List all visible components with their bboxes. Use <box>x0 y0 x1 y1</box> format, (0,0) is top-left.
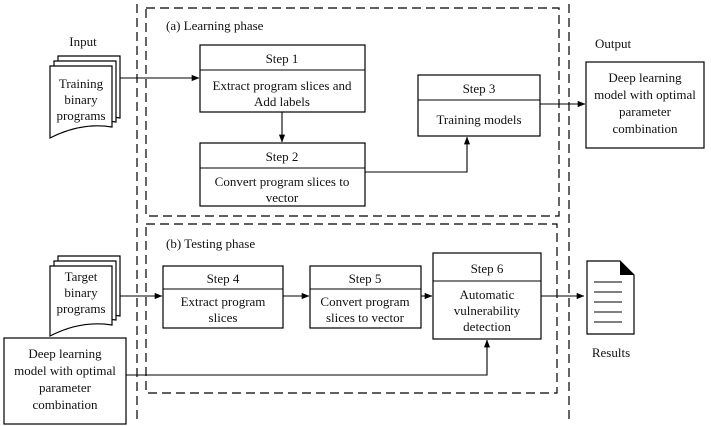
step-1-box: Step 1 Extract program slices and Add la… <box>199 44 366 113</box>
results-label: Results <box>592 345 630 360</box>
step-2-line-1: Convert program slices to <box>215 174 350 189</box>
step-1-line-1: Extract program slices and <box>213 78 352 93</box>
step-5-title: Step 5 <box>349 271 382 286</box>
target-doc-line-1: Target <box>65 269 98 284</box>
output-label: Output <box>595 36 632 51</box>
step-6-line-3: detection <box>463 319 511 334</box>
output-model-box: Deep learning model with optimal paramet… <box>585 61 705 149</box>
output-model-line-2: model with optimal <box>594 87 696 102</box>
step-5-box: Step 5 Convert program slices to vector <box>309 265 422 329</box>
step-4-line-1: Extract program <box>181 294 266 309</box>
step-3-box: Step 3 Training models <box>417 74 541 137</box>
step-3-title: Step 3 <box>463 81 496 96</box>
arrow-model-to-step6 <box>126 339 491 376</box>
step-2-line-2: vector <box>266 190 299 205</box>
output-model-line-4: combination <box>613 121 678 136</box>
step-6-line-2: vulnerability <box>454 303 521 318</box>
step-1-title: Step 1 <box>266 51 299 66</box>
training-doc-line-1: Training <box>59 76 104 91</box>
step-6-title: Step 6 <box>471 261 504 276</box>
output-model-line-3: parameter <box>619 104 672 119</box>
step-4-box: Step 4 Extract program slices <box>162 265 284 329</box>
target-doc-line-2: binary <box>64 285 98 300</box>
input-model-line-2: model with optimal <box>14 363 116 378</box>
step-2-title: Step 2 <box>266 149 299 164</box>
learning-phase-label: (a) Learning phase <box>166 18 264 33</box>
target-doc-line-3: programs <box>56 301 105 316</box>
input-label: Input <box>69 34 97 49</box>
learning-phase-box <box>145 7 560 217</box>
training-programs-docs: Training binary programs <box>49 55 121 139</box>
input-model-line-1: Deep learning <box>28 346 102 361</box>
step-6-line-1: Automatic <box>460 287 515 302</box>
output-model-line-1: Deep learning <box>608 70 682 85</box>
training-doc-line-2: binary <box>64 92 98 107</box>
step-1-line-2: Add labels <box>254 94 310 109</box>
step-5-line-2: slices to vector <box>326 310 405 325</box>
results-document-icon <box>586 260 635 335</box>
step-4-title: Step 4 <box>207 271 240 286</box>
step-5-line-1: Convert program <box>320 294 409 309</box>
testing-phase-label: (b) Testing phase <box>166 236 255 251</box>
training-doc-line-3: programs <box>56 108 105 123</box>
step-6-box: Step 6 Automatic vulnerability detection <box>432 252 542 340</box>
testing-phase-box <box>145 223 558 394</box>
target-programs-docs: Target binary programs <box>49 255 121 337</box>
arrow-step2-to-step3 <box>365 136 471 173</box>
step-3-line-1: Training models <box>436 112 521 127</box>
input-model-line-3: parameter <box>39 380 92 395</box>
step-2-box: Step 2 Convert program slices to vector <box>199 142 366 207</box>
input-model-line-4: combination <box>33 397 98 412</box>
step-4-line-2: slices <box>209 310 238 325</box>
input-model-box: Deep learning model with optimal paramet… <box>3 337 127 425</box>
